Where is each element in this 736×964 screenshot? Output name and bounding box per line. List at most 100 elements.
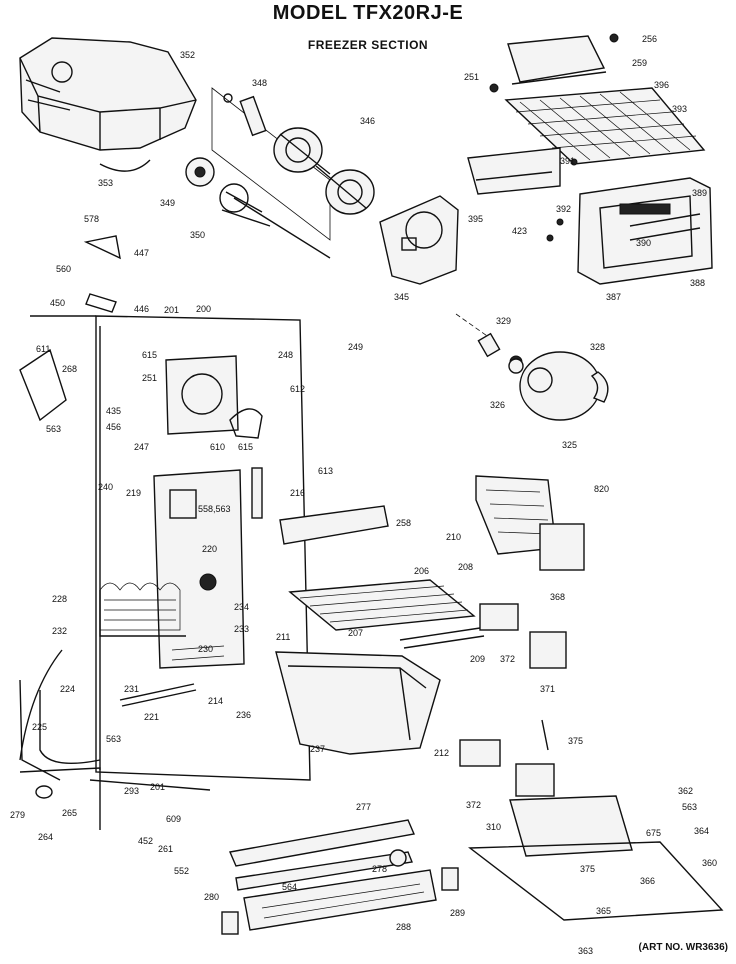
callout-label: 372	[466, 800, 481, 810]
callout-label: 278	[372, 864, 387, 874]
model-title: MODEL TFX20RJ-E	[272, 2, 464, 24]
callout-label: 552	[174, 866, 189, 876]
callout-label: 346	[360, 116, 375, 126]
callout-label: 289	[450, 908, 465, 918]
callout-label: 249	[348, 342, 363, 352]
callout-label: 259	[632, 58, 647, 68]
callout-label: 375	[568, 736, 583, 746]
callout-label: 264	[38, 832, 53, 842]
callout-label: 352	[180, 50, 195, 60]
callout-label: 225	[32, 722, 47, 732]
callout-label: 610	[210, 442, 225, 452]
callout-label: 230	[198, 644, 213, 654]
callout-labels: 352 348 346 256 251 259 396 393 353 349 …	[10, 34, 717, 956]
callout-label: 293	[124, 786, 139, 796]
leader-329	[455, 313, 491, 339]
callout-label: 228	[52, 594, 67, 604]
callout-label: 423	[512, 226, 527, 236]
callout-label: 364	[694, 826, 709, 836]
callout-label: 360	[702, 858, 717, 868]
auger-drive-349-350	[185, 157, 331, 259]
coupling-329	[477, 332, 501, 358]
callout-label: 240	[98, 482, 113, 492]
callout-label: 609	[166, 814, 181, 824]
callout-label: 234	[234, 602, 249, 612]
callout-label: 563	[46, 424, 61, 434]
callout-label: 310	[486, 822, 501, 832]
evaporator-228	[99, 582, 186, 637]
callout-label: 251	[464, 72, 479, 82]
section-title: FREEZER SECTION	[307, 38, 429, 52]
callout-label: 563	[682, 802, 697, 812]
pan-211	[275, 651, 441, 755]
part-326	[508, 358, 524, 374]
callout-label: 212	[434, 748, 449, 758]
callout-label: 210	[446, 532, 461, 542]
callout-label: 613	[318, 466, 333, 476]
callout-label: 247	[134, 442, 149, 452]
callout-label: 362	[678, 786, 693, 796]
callout-label: 328	[590, 342, 605, 352]
part-289	[441, 867, 459, 891]
art-number: (ART NO. WR3636)	[638, 942, 728, 953]
callout-label: 329	[496, 316, 511, 326]
door-387-388	[577, 177, 713, 285]
callout-label: 353	[98, 178, 113, 188]
callout-label: 232	[52, 626, 67, 636]
callout-label: 615	[238, 442, 253, 452]
plate-348	[239, 95, 267, 137]
callout-label: 350	[190, 230, 205, 240]
callout-label: 279	[10, 810, 25, 820]
callout-label: 435	[106, 406, 121, 416]
ice-maker-820	[475, 475, 585, 571]
grille-slots	[261, 883, 425, 919]
callout-label: 368	[550, 592, 565, 602]
grille-288	[243, 869, 437, 931]
callout-label: 251	[142, 373, 157, 383]
rail-277	[229, 819, 415, 891]
callout-label: 348	[252, 78, 267, 88]
callout-label: 389	[692, 188, 707, 198]
callout-label: 446	[134, 304, 149, 314]
tube-225	[19, 679, 101, 781]
callout-label: 200	[196, 304, 211, 314]
callout-label: 201	[150, 782, 165, 792]
callout-label: 393	[672, 104, 687, 114]
callout-label: 214	[208, 696, 223, 706]
dispenser-310	[515, 763, 555, 797]
heater-221	[119, 683, 197, 707]
callout-label: 675	[646, 828, 661, 838]
callout-label: 345	[394, 292, 409, 302]
callout-label: 612	[290, 384, 305, 394]
washer-348a	[223, 93, 233, 103]
part-447	[83, 235, 121, 260]
cover-372a	[479, 603, 519, 631]
shelf-assembly-top	[489, 33, 706, 165]
callout-label: 220	[202, 544, 217, 554]
front-cover-345	[379, 195, 459, 285]
callout-label: 563	[106, 734, 121, 744]
callout-label: 363	[578, 946, 593, 956]
callout-label: 231	[124, 684, 139, 694]
base-360	[468, 795, 724, 921]
callout-label: 371	[540, 684, 555, 694]
callout-label: 365	[596, 906, 611, 916]
callout-label: 611	[36, 344, 50, 354]
callout-label: 396	[654, 80, 669, 90]
callout-label: 206	[414, 566, 429, 576]
callout-label: 236	[236, 710, 251, 720]
callout-label: 268	[62, 364, 77, 374]
rear-wall-panel	[30, 315, 311, 791]
callout-label: 820	[594, 484, 609, 494]
motor-325	[509, 351, 601, 421]
callout-label: 456	[106, 422, 121, 432]
callout-label: 209	[470, 654, 485, 664]
callout-label: 256	[642, 34, 657, 44]
screw-391	[570, 158, 578, 166]
callout-label: 560	[56, 264, 71, 274]
fan-bracket-248	[165, 355, 239, 435]
bracket-328	[590, 371, 609, 403]
callout-label: 277	[356, 802, 371, 812]
callout-label: 447	[134, 248, 149, 258]
